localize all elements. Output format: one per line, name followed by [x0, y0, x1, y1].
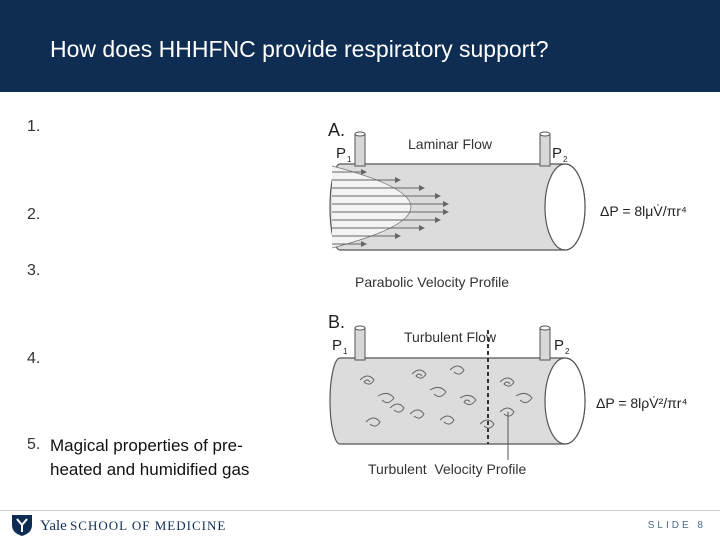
p1-sub-b: 1: [343, 347, 348, 356]
p1-sub-a: 1: [347, 155, 352, 164]
turbulent-equation: ΔP = 8lρV̇²/πr⁴: [596, 395, 687, 411]
port-b-p1: [354, 327, 366, 361]
panel-b-letter: B.: [328, 312, 345, 332]
p2-sub-b: 2: [565, 347, 570, 356]
panel-a-caption: Parabolic Velocity Profile: [355, 274, 509, 290]
panel-b-turbulent: B. Turbulent Flow P 1: [328, 312, 687, 477]
list-number-5: 5.: [27, 436, 41, 453]
tube-a-end: [544, 163, 586, 251]
list-number-2: 2.: [27, 206, 41, 223]
slide-number: SLIDE 8: [647, 520, 706, 531]
logo-yale: Yale: [40, 518, 67, 534]
list-number-1: 1.: [27, 118, 41, 135]
laminar-velocity-arrows: [332, 169, 449, 247]
p2-sub-a: 2: [563, 155, 568, 164]
flow-diagram: A. Laminar Flow P 1 P 2 ΔP = 8lμV̇/πr⁴: [328, 120, 687, 477]
panel-a-title: Laminar Flow: [408, 136, 493, 152]
logo-school: SCHOOL OF MEDICINE: [70, 518, 227, 533]
laminar-equation: ΔP = 8lμV̇/πr⁴: [600, 203, 687, 219]
p2-label-a: P: [552, 145, 562, 162]
list-number-4: 4.: [27, 350, 41, 367]
p1-label-a: P: [336, 145, 346, 162]
yale-shield-icon: [12, 515, 32, 536]
tube-b-end: [544, 357, 586, 445]
panel-a-laminar: A. Laminar Flow P 1 P 2 ΔP = 8lμV̇/πr⁴: [328, 120, 687, 290]
port-b-p2: [539, 327, 551, 361]
p2-label-b: P: [554, 337, 564, 354]
footer-divider: [0, 510, 720, 511]
list-item-5-line-1: Magical properties of pre-: [50, 436, 243, 455]
list-item-5-line-2: heated and humidified gas: [50, 460, 250, 479]
logo-wordmark: Yale SCHOOL OF MEDICINE: [40, 518, 226, 535]
p1-label-b: P: [332, 337, 342, 354]
panel-a-letter: A.: [328, 120, 345, 140]
port-a-p1: [354, 133, 366, 167]
turbulent-swirls: [359, 365, 533, 429]
header-bar: [0, 0, 720, 92]
port-a-p2: [539, 133, 551, 167]
list-number-3: 3.: [27, 262, 41, 279]
slide-title: How does HHHFNC provide respiratory supp…: [50, 36, 549, 62]
panel-b-title: Turbulent Flow: [404, 329, 497, 345]
panel-b-caption: Turbulent Velocity Profile: [368, 461, 526, 477]
